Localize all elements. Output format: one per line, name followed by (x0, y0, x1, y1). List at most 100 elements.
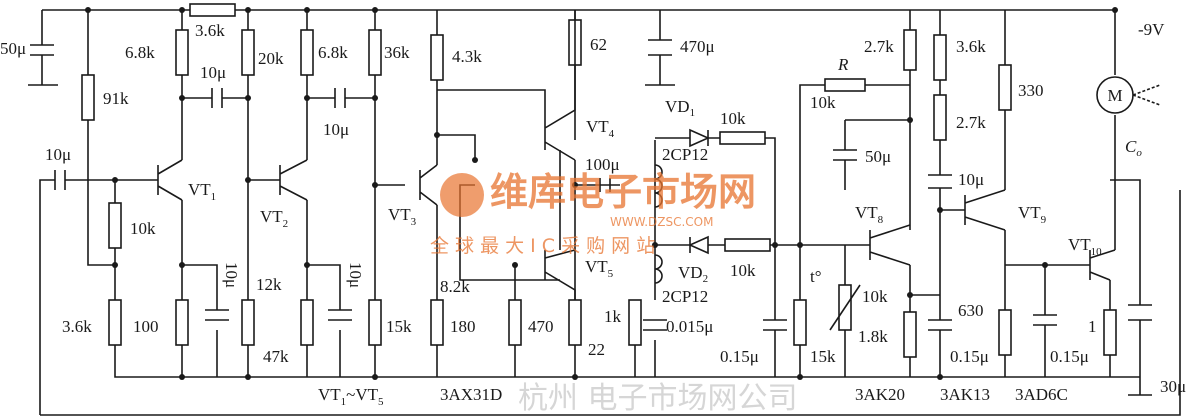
label-components-c-o: C (1125, 137, 1137, 156)
co-label: Co (1125, 137, 1142, 159)
label-transistors-1-sub: 2 (283, 218, 289, 230)
label-components-r-10k-vd1: 10k (720, 109, 746, 128)
watermark-logo-icon (440, 173, 484, 217)
label-components-c-100u: 100μ (585, 155, 620, 174)
label-components-r-1k: 1k (604, 307, 622, 326)
label-transistors-0-name: VT (188, 180, 211, 199)
label-transistors-5-sub: 8 (878, 214, 884, 226)
label-components-r-2k7-a: 2.7k (864, 37, 894, 56)
watermark: 杭州 电子市场网公司 维库电子市场网 WWW.DZSC.COM 全 球 最 大 … (430, 170, 798, 416)
label-components-r-4k3: 4.3k (452, 47, 482, 66)
vt1-vt5-group-label: VT1~VT5 (318, 385, 384, 408)
vt9-label: VT9 (1018, 203, 1047, 226)
label-types-vt9-type: 3AK13 (940, 385, 990, 404)
label-components-r-180: 180 (450, 317, 476, 336)
label-components-c-couple1: 10μ (200, 63, 226, 82)
component-labels: 50μ 91k 3.6k 10μ 6.8k 10μ 20k 6.8k 10μ 3… (0, 20, 1186, 396)
label-components-c-couple2: 10μ (323, 120, 349, 139)
label-types-group-a: VT (318, 385, 341, 404)
motor-label: M (1107, 86, 1122, 105)
vd2-label: VD2 (678, 263, 708, 285)
label-watermark-line1: 维库电子市场网 (490, 170, 756, 214)
label-components-r-1k8: 1.8k (858, 327, 888, 346)
vt10-label: VT10 (1068, 235, 1102, 258)
label-components-r-330: 330 (1018, 81, 1044, 100)
label-watermark-line3: 全 球 最 大 I C 采 购 网 站 (430, 235, 655, 257)
label-components-r-12k: 12k (256, 275, 282, 294)
label-components-r-22: 22 (588, 340, 605, 359)
label-components-r-1: 1 (1088, 317, 1097, 336)
vd1-label: VD1 (665, 97, 695, 119)
label-components-vd1-type: 2CP12 (662, 145, 708, 164)
label-components-c-50u-left: 50μ (0, 39, 26, 58)
label-components-c-015-c: 0.15μ (1050, 347, 1089, 366)
label-types-group-a-tilde: ~VT (346, 385, 378, 404)
vt8-label: VT8 (855, 203, 884, 226)
label-components-vd1: VD (665, 97, 690, 116)
label-components-r-15k-b: 15k (810, 347, 836, 366)
label-components-r-6k8-1: 6.8k (125, 43, 155, 62)
vt1-label: VT1 (188, 180, 216, 203)
label-components-r-20k: 20k (258, 49, 284, 68)
label-components-c-015-b: 0.15μ (950, 347, 989, 366)
label-components-r-10k-th: 10k (862, 287, 888, 306)
supply-label: -9V (1138, 20, 1165, 39)
label-transistors-2-name: VT (388, 205, 411, 224)
label-transistors-2-sub: 3 (411, 216, 417, 228)
transistors (157, 10, 1116, 300)
capacitors (30, 39, 1152, 331)
label-components-r-6k8-2: 6.8k (318, 43, 348, 62)
label-transistors-3-name: VT (586, 117, 609, 136)
label-components-vd1-sub: 1 (690, 107, 696, 119)
label-components-c-30u: 30μ (1160, 377, 1186, 396)
label-components-r-10k-bias: 10k (130, 219, 156, 238)
transistor-labels: VT1 VT2 VT3 VT4 VT5 VT8 VT9 VT10 VT1~VT5… (188, 117, 1102, 408)
label-components-r-630: 630 (958, 301, 984, 320)
label-transistors-6-sub: 9 (1041, 214, 1047, 226)
label-components-r-8k2: 8.2k (440, 277, 470, 296)
label-components-c-in: 10μ (45, 145, 71, 164)
motor: M (1096, 76, 1161, 114)
label-components-r-10k-vd2: 10k (730, 261, 756, 280)
label-transistors-5-name: VT (855, 203, 878, 222)
label-watermark-line2: WWW.DZSC.COM (610, 215, 713, 229)
label-components-c-470u: 470μ (680, 37, 715, 56)
resistors (81, 3, 1117, 358)
label-transistors-7-sub: 10 (1091, 246, 1103, 258)
vt3-label: VT3 (388, 205, 417, 228)
label-components-r-62: 62 (590, 35, 607, 54)
label-components-r-36k: 36k (384, 43, 410, 62)
label-components-r-91k: 91k (103, 89, 129, 108)
vt4-label: VT4 (586, 117, 615, 140)
label-components-r-3k6-bot: 3.6k (62, 317, 92, 336)
label-types-group-a-sub1: 1 (341, 396, 347, 408)
label-transistors-4-name: VT (585, 257, 608, 276)
label-types-group-a-type: 3AX31D (440, 385, 502, 404)
label-components-r-R: R (837, 55, 849, 74)
label-transistors-1-name: VT (260, 207, 283, 226)
label-components-c-e1: 10μ (222, 262, 241, 288)
label-components-r-3k6-r: 3.6k (956, 37, 986, 56)
junctions (85, 7, 1118, 380)
label-components-c-10u-r: 10μ (958, 170, 984, 189)
label-types-vt10-type: 3AD6C (1015, 385, 1068, 404)
label-transistors-4-sub: 5 (608, 268, 614, 280)
label-types-group-a-sub2: 5 (378, 396, 384, 408)
label-transistors-7-name: VT (1068, 235, 1091, 254)
label-components-r-100: 100 (133, 317, 159, 336)
label-components-c-015-a: 0.15μ (720, 347, 759, 366)
label-components-r-3k6-top: 3.6k (195, 21, 225, 40)
label-components-c-50u-right: 50μ (865, 147, 891, 166)
label-watermark-bg: 杭州 电子市场网公司 (518, 381, 798, 416)
label-transistors-3-sub: 4 (609, 128, 615, 140)
label-components-r-2k7-b: 2.7k (956, 113, 986, 132)
label-components-vd2-type: 2CP12 (662, 287, 708, 306)
label-components-thermistor: t° (810, 267, 822, 286)
label-transistors-0-sub: 1 (211, 191, 217, 203)
transformer-coil (654, 164, 663, 284)
vt5-label: VT5 (585, 257, 614, 280)
diodes (688, 128, 710, 255)
label-components-vd2: VD (678, 263, 703, 282)
